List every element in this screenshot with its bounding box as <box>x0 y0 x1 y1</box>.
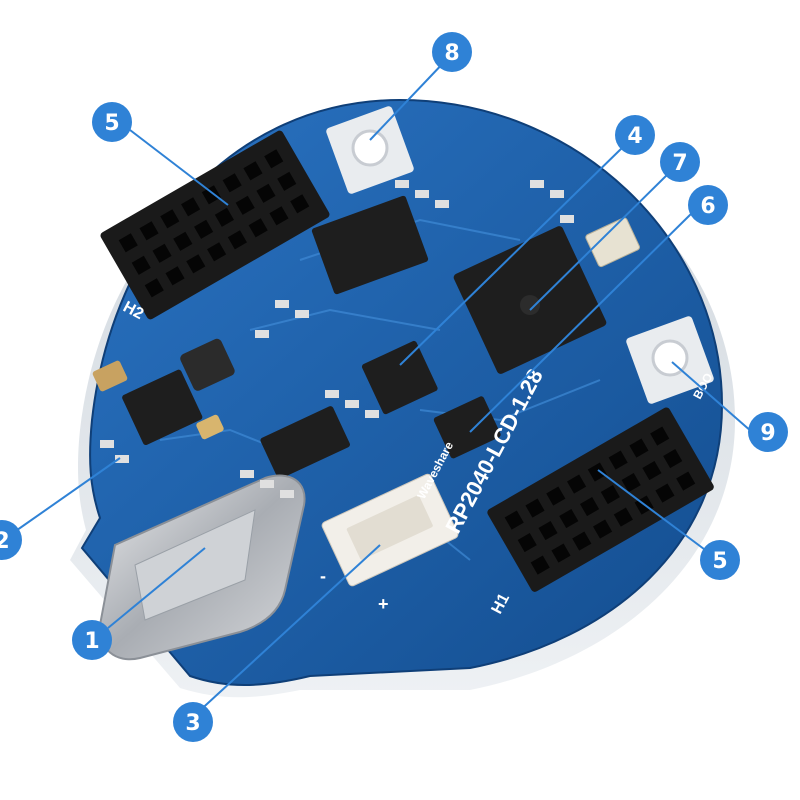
svg-text:5: 5 <box>712 549 727 574</box>
callout-8: 8 <box>432 32 472 72</box>
callout-6: 6 <box>688 185 728 225</box>
callout-3: 3 <box>173 702 213 742</box>
callout-2: 2 <box>0 520 22 560</box>
chip-battery-charger <box>122 369 203 446</box>
chip-imu <box>361 340 438 415</box>
chip-rp2040 <box>453 226 607 374</box>
minus-label: - <box>320 566 326 586</box>
boot-button <box>626 316 714 404</box>
battery-connector <box>321 473 459 587</box>
svg-text:9: 9 <box>760 421 775 446</box>
svg-text:6: 6 <box>700 194 715 219</box>
svg-text:3: 3 <box>185 711 200 736</box>
leader-6 <box>469 209 696 433</box>
chip-inductor <box>180 338 235 391</box>
callout-5-bottom: 5 <box>700 540 740 580</box>
callout-badges: 1 2 3 4 5 5 6 7 <box>0 32 788 742</box>
chip-regulator-top <box>311 195 429 295</box>
capacitor-tan <box>92 360 224 440</box>
leader-2 <box>9 457 121 536</box>
callout-7: 7 <box>660 142 700 182</box>
callout-4: 4 <box>615 115 655 155</box>
reset-button <box>326 106 414 194</box>
svg-text:4: 4 <box>627 124 642 149</box>
leader-7 <box>529 169 673 311</box>
crystal <box>585 217 640 268</box>
leader-1 <box>107 547 206 629</box>
passive-components <box>100 180 574 498</box>
plus-label: + <box>378 594 389 614</box>
svg-text:7: 7 <box>672 151 687 176</box>
header-h2 <box>100 130 330 320</box>
callout-1: 1 <box>72 620 112 660</box>
leader-9 <box>671 361 753 433</box>
leader-5a <box>129 129 229 206</box>
leader-8 <box>369 57 449 141</box>
leader-5b <box>597 469 713 556</box>
callout-5-top: 5 <box>92 102 132 142</box>
chip-flash <box>433 396 501 459</box>
svg-text:5: 5 <box>104 111 119 136</box>
callout-9: 9 <box>748 412 788 452</box>
leader-3 <box>194 544 381 716</box>
leader-4 <box>399 144 626 366</box>
svg-text:2: 2 <box>0 529 10 554</box>
svg-text:1: 1 <box>84 629 99 654</box>
chip-mosfet <box>260 406 350 479</box>
leader-lines <box>9 57 753 716</box>
header-h1 <box>487 407 714 592</box>
svg-text:8: 8 <box>444 41 459 66</box>
